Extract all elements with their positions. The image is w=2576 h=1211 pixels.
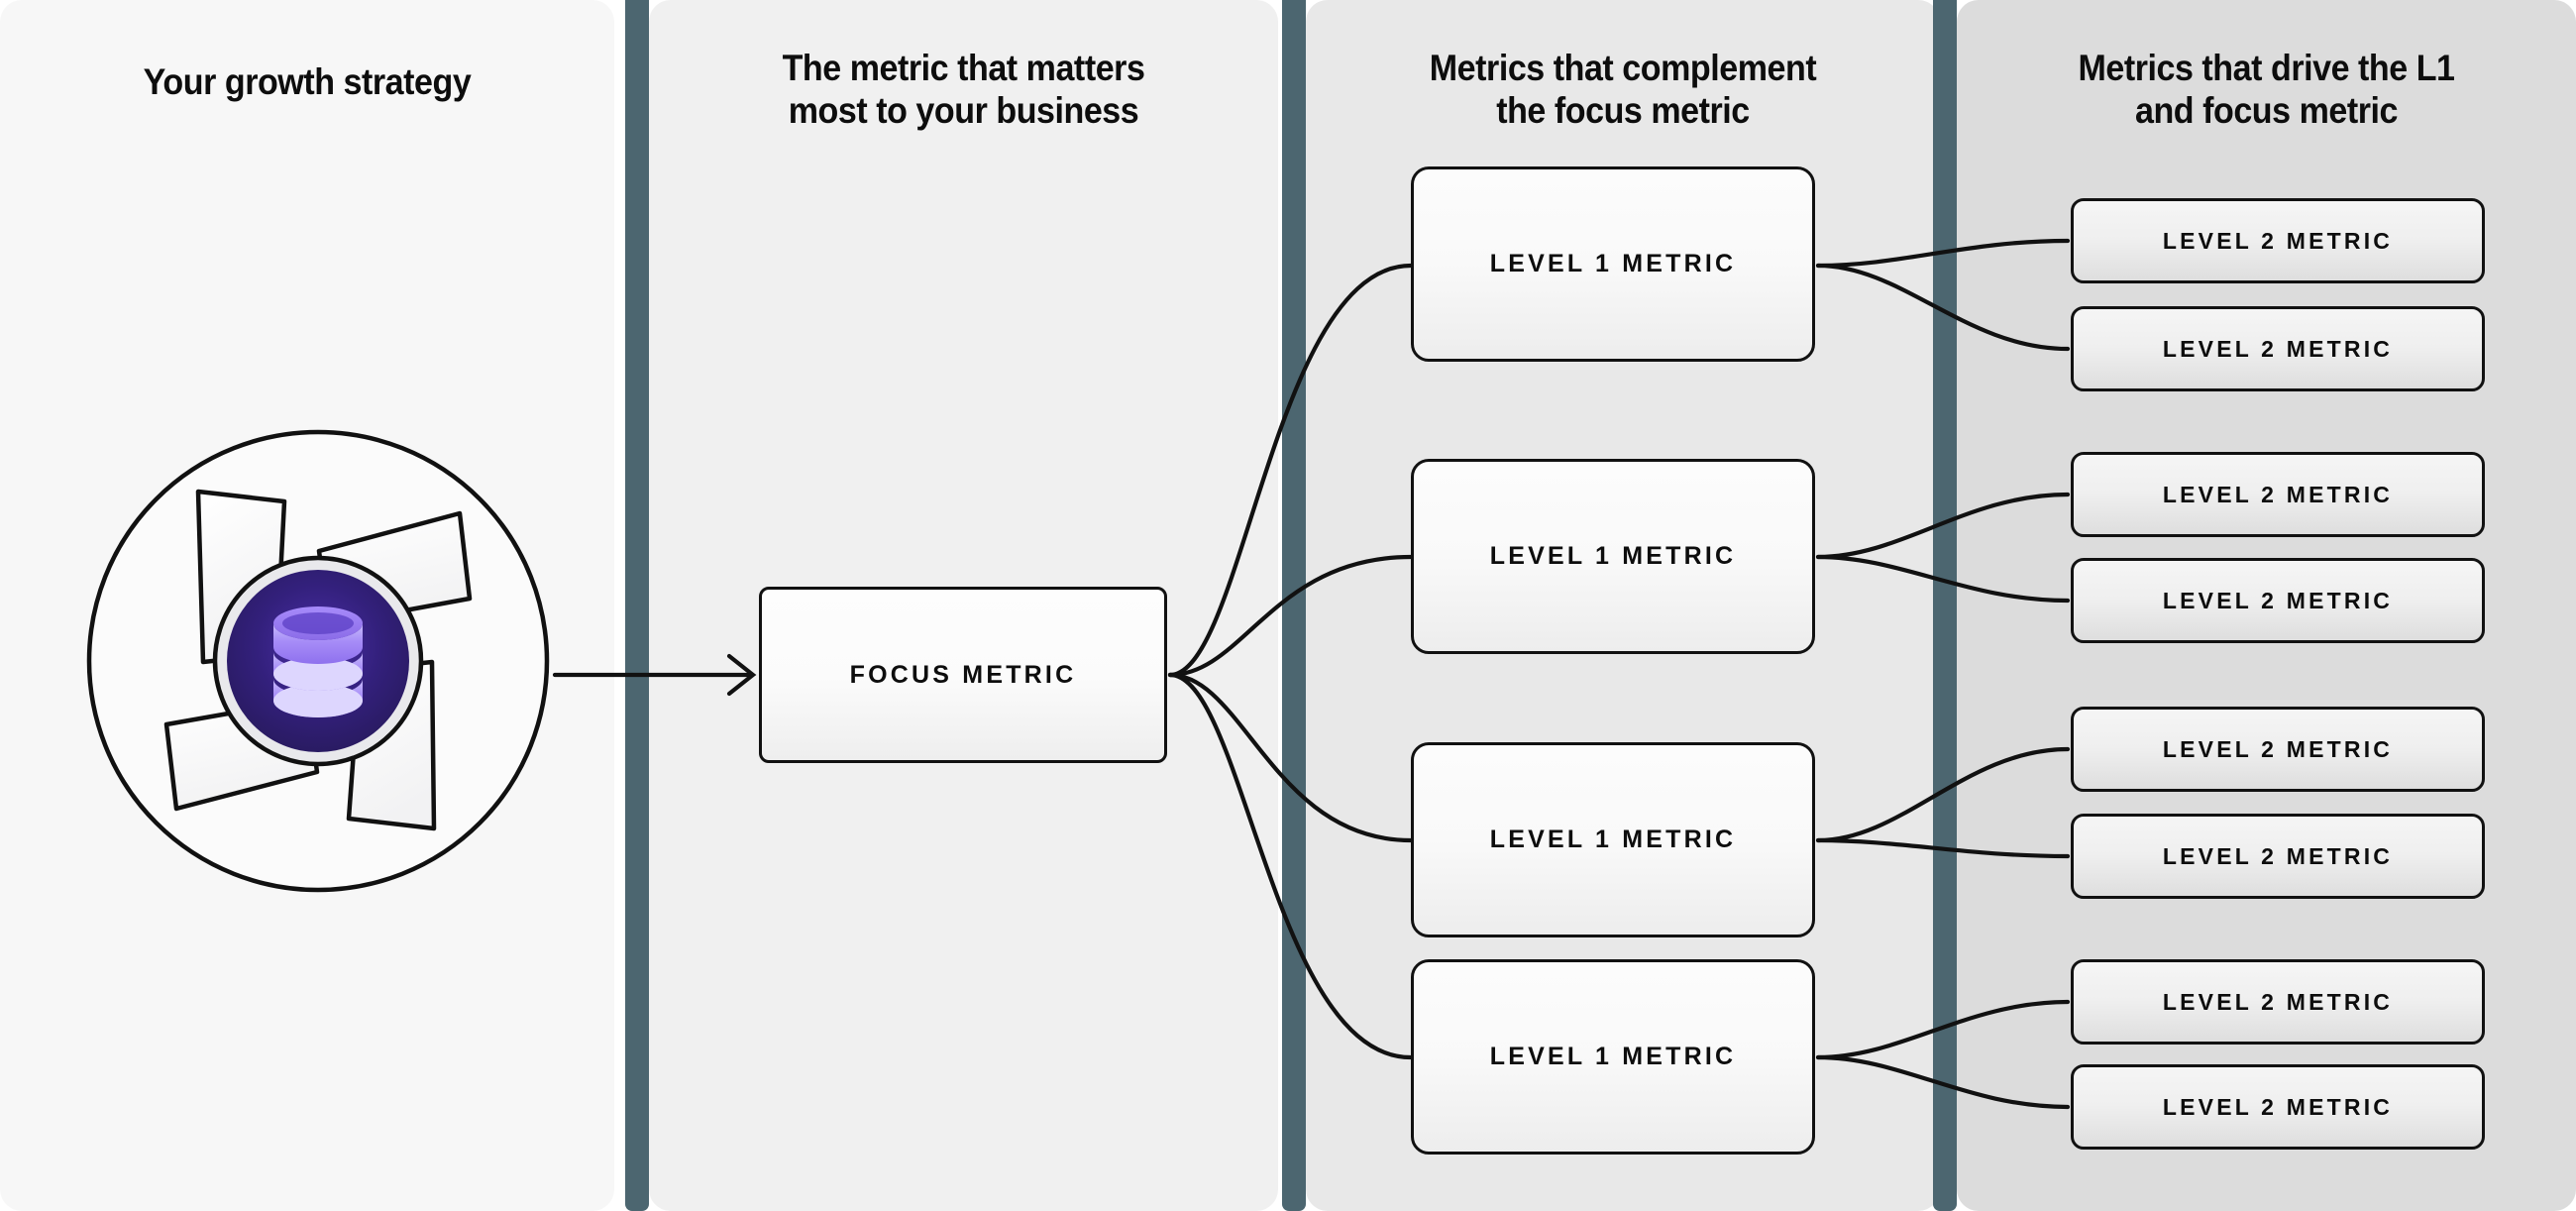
column-heading-strategy: Your growth strategy bbox=[143, 61, 472, 102]
column-divider-3 bbox=[1933, 0, 1957, 1211]
node-level2-metric-7[interactable]: LEVEL 2 METRIC bbox=[2071, 959, 2485, 1045]
node-level2-metric-2[interactable]: LEVEL 2 METRIC bbox=[2071, 306, 2485, 391]
column-divider-1 bbox=[625, 0, 649, 1211]
node-level1-metric-1[interactable]: LEVEL 1 METRIC bbox=[1411, 166, 1815, 362]
node-level1-metric-4[interactable]: LEVEL 1 METRIC bbox=[1411, 959, 1815, 1155]
node-level2-metric-3[interactable]: LEVEL 2 METRIC bbox=[2071, 452, 2485, 537]
database-stack-icon bbox=[273, 606, 363, 717]
node-level2-metric-4[interactable]: LEVEL 2 METRIC bbox=[2071, 558, 2485, 643]
growth-strategy-wheel-icon bbox=[86, 429, 550, 893]
column-divider-2 bbox=[1282, 0, 1306, 1211]
node-level1-metric-3[interactable]: LEVEL 1 METRIC bbox=[1411, 742, 1815, 937]
node-level1-metric-2[interactable]: LEVEL 1 METRIC bbox=[1411, 459, 1815, 654]
node-level2-metric-6[interactable]: LEVEL 2 METRIC bbox=[2071, 814, 2485, 899]
node-level2-metric-8[interactable]: LEVEL 2 METRIC bbox=[2071, 1064, 2485, 1150]
node-level2-metric-1[interactable]: LEVEL 2 METRIC bbox=[2071, 198, 2485, 283]
node-focus-metric[interactable]: FOCUS METRIC bbox=[759, 587, 1167, 763]
node-level2-metric-5[interactable]: LEVEL 2 METRIC bbox=[2071, 707, 2485, 792]
